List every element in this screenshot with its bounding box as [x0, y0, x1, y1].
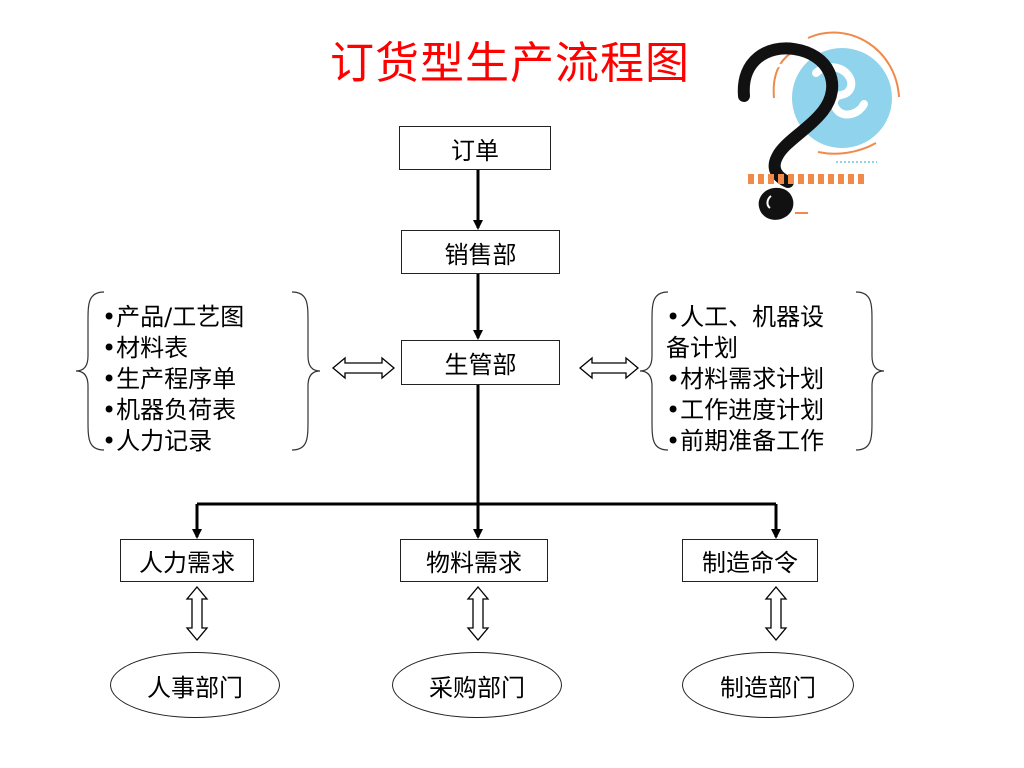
manufacturing-dept-ellipse: 制造部门 — [682, 652, 854, 718]
purchasing-dept-ellipse: 采购部门 — [392, 652, 562, 718]
right-note-item: •人工、机器设 — [666, 303, 825, 331]
material-demand-box: 物料需求 — [400, 539, 548, 582]
hr-dept-ellipse: 人事部门 — [110, 652, 280, 718]
left-note-item: •产品/工艺图 — [102, 303, 245, 331]
left-double-arrow — [331, 356, 396, 380]
left-note-item: •人力记录 — [102, 427, 213, 455]
right-note-item: •前期准备工作 — [666, 427, 825, 455]
vertical-double-arrow-purchasing — [466, 585, 490, 642]
sales-dept-box: 销售部 — [401, 230, 560, 274]
production-mgmt-box: 生管部 — [401, 340, 560, 385]
vertical-double-arrow-manufacturing — [764, 585, 788, 642]
right-brace-close — [855, 291, 885, 451]
right-brace-open — [639, 291, 669, 451]
left-brace-open — [75, 291, 105, 451]
right-note-item: 备计划 — [666, 334, 738, 362]
right-note-item: •材料需求计划 — [666, 365, 825, 393]
right-note-item: •工作进度计划 — [666, 396, 825, 424]
left-notes: •产品/工艺图 •材料表 •生产程序单 •机器负荷表 •人力记录 — [102, 302, 244, 457]
left-note-item: •材料表 — [102, 334, 189, 362]
right-double-arrow — [578, 356, 640, 380]
diagram-title: 订货型生产流程图 — [330, 38, 690, 89]
left-note-item: •机器负荷表 — [102, 396, 237, 424]
manufacturing-order-box: 制造命令 — [682, 539, 818, 582]
left-note-item: •生产程序单 — [102, 365, 237, 393]
order-box: 订单 — [399, 126, 551, 170]
manpower-demand-box: 人力需求 — [120, 539, 254, 582]
right-notes: •人工、机器设 备计划 •材料需求计划 •工作进度计划 •前期准备工作 — [666, 302, 824, 457]
left-brace-close — [291, 291, 321, 451]
vertical-double-arrow-hr — [185, 585, 209, 642]
